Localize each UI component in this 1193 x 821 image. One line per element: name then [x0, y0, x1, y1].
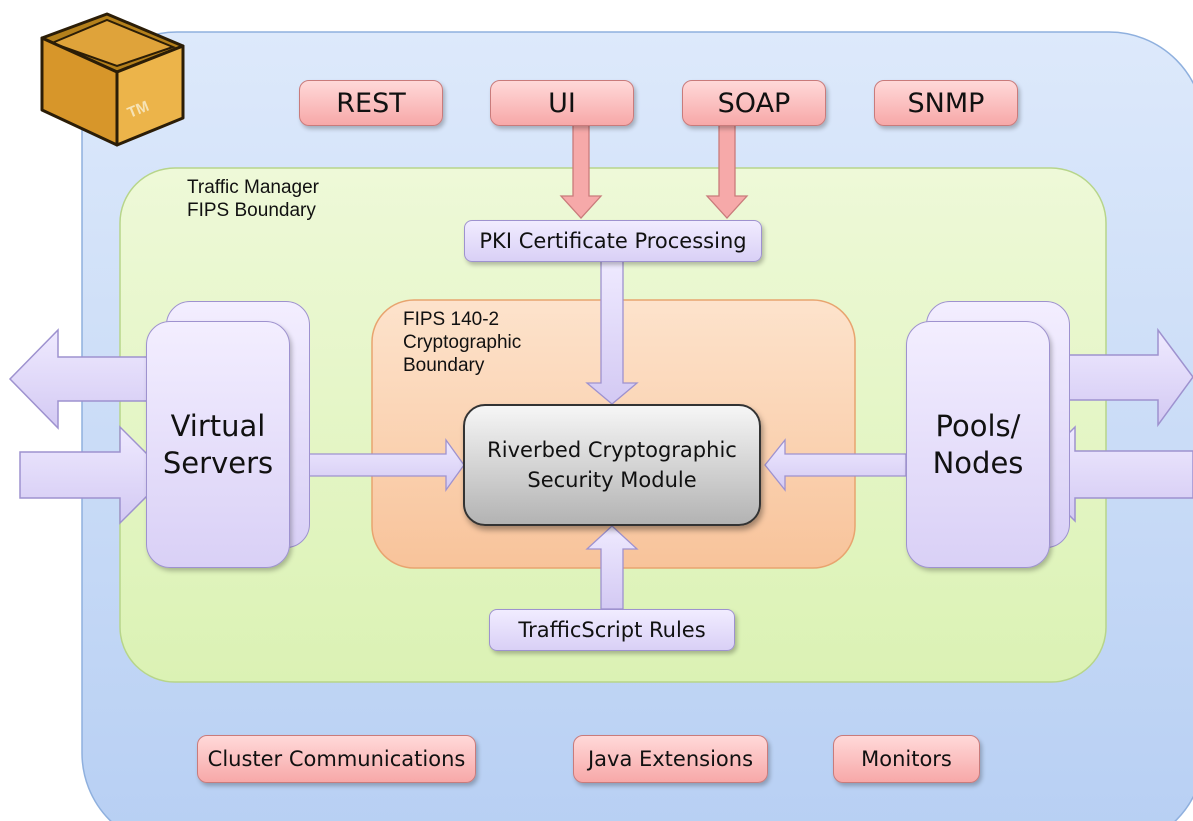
pools-to-module-arrow — [764, 438, 907, 492]
trafficscript-to-module-arrow — [585, 525, 639, 610]
security-module-box: Riverbed Cryptographic Security Module — [463, 404, 761, 526]
monitors-box: Monitors — [833, 735, 980, 783]
ui-box: UI — [490, 80, 634, 126]
pki-to-module-arrow — [585, 259, 639, 405]
tm-mark: TM — [125, 98, 151, 122]
soap-box: SOAP — [682, 80, 826, 126]
fips-boundary-label: FIPS 140-2 Cryptographic Boundary — [403, 309, 522, 377]
cluster-communications-box: Cluster Communications — [197, 735, 476, 783]
snmp-box: SNMP — [874, 80, 1018, 126]
left-inbound-arrow — [19, 425, 170, 525]
traffic-manager-label: Traffic Manager FIPS Boundary — [187, 177, 319, 222]
virtual-servers-to-module-arrow — [308, 437, 465, 493]
soap-to-pki-arrow — [705, 124, 749, 219]
virtual-servers-box: Virtual Servers — [146, 321, 290, 568]
right-outbound-arrow — [1067, 327, 1193, 428]
left-outbound-arrow — [8, 328, 153, 430]
ui-to-pki-arrow — [559, 124, 603, 219]
trafficscript-rules-box: TrafficScript Rules — [489, 609, 735, 651]
pki-certificate-box: PKI Certificate Processing — [464, 220, 762, 262]
tm-box-logo: TM — [40, 12, 185, 147]
java-extensions-box: Java Extensions — [573, 735, 768, 783]
rest-box: REST — [299, 80, 443, 126]
pools-nodes-box: Pools/ Nodes — [906, 321, 1050, 568]
